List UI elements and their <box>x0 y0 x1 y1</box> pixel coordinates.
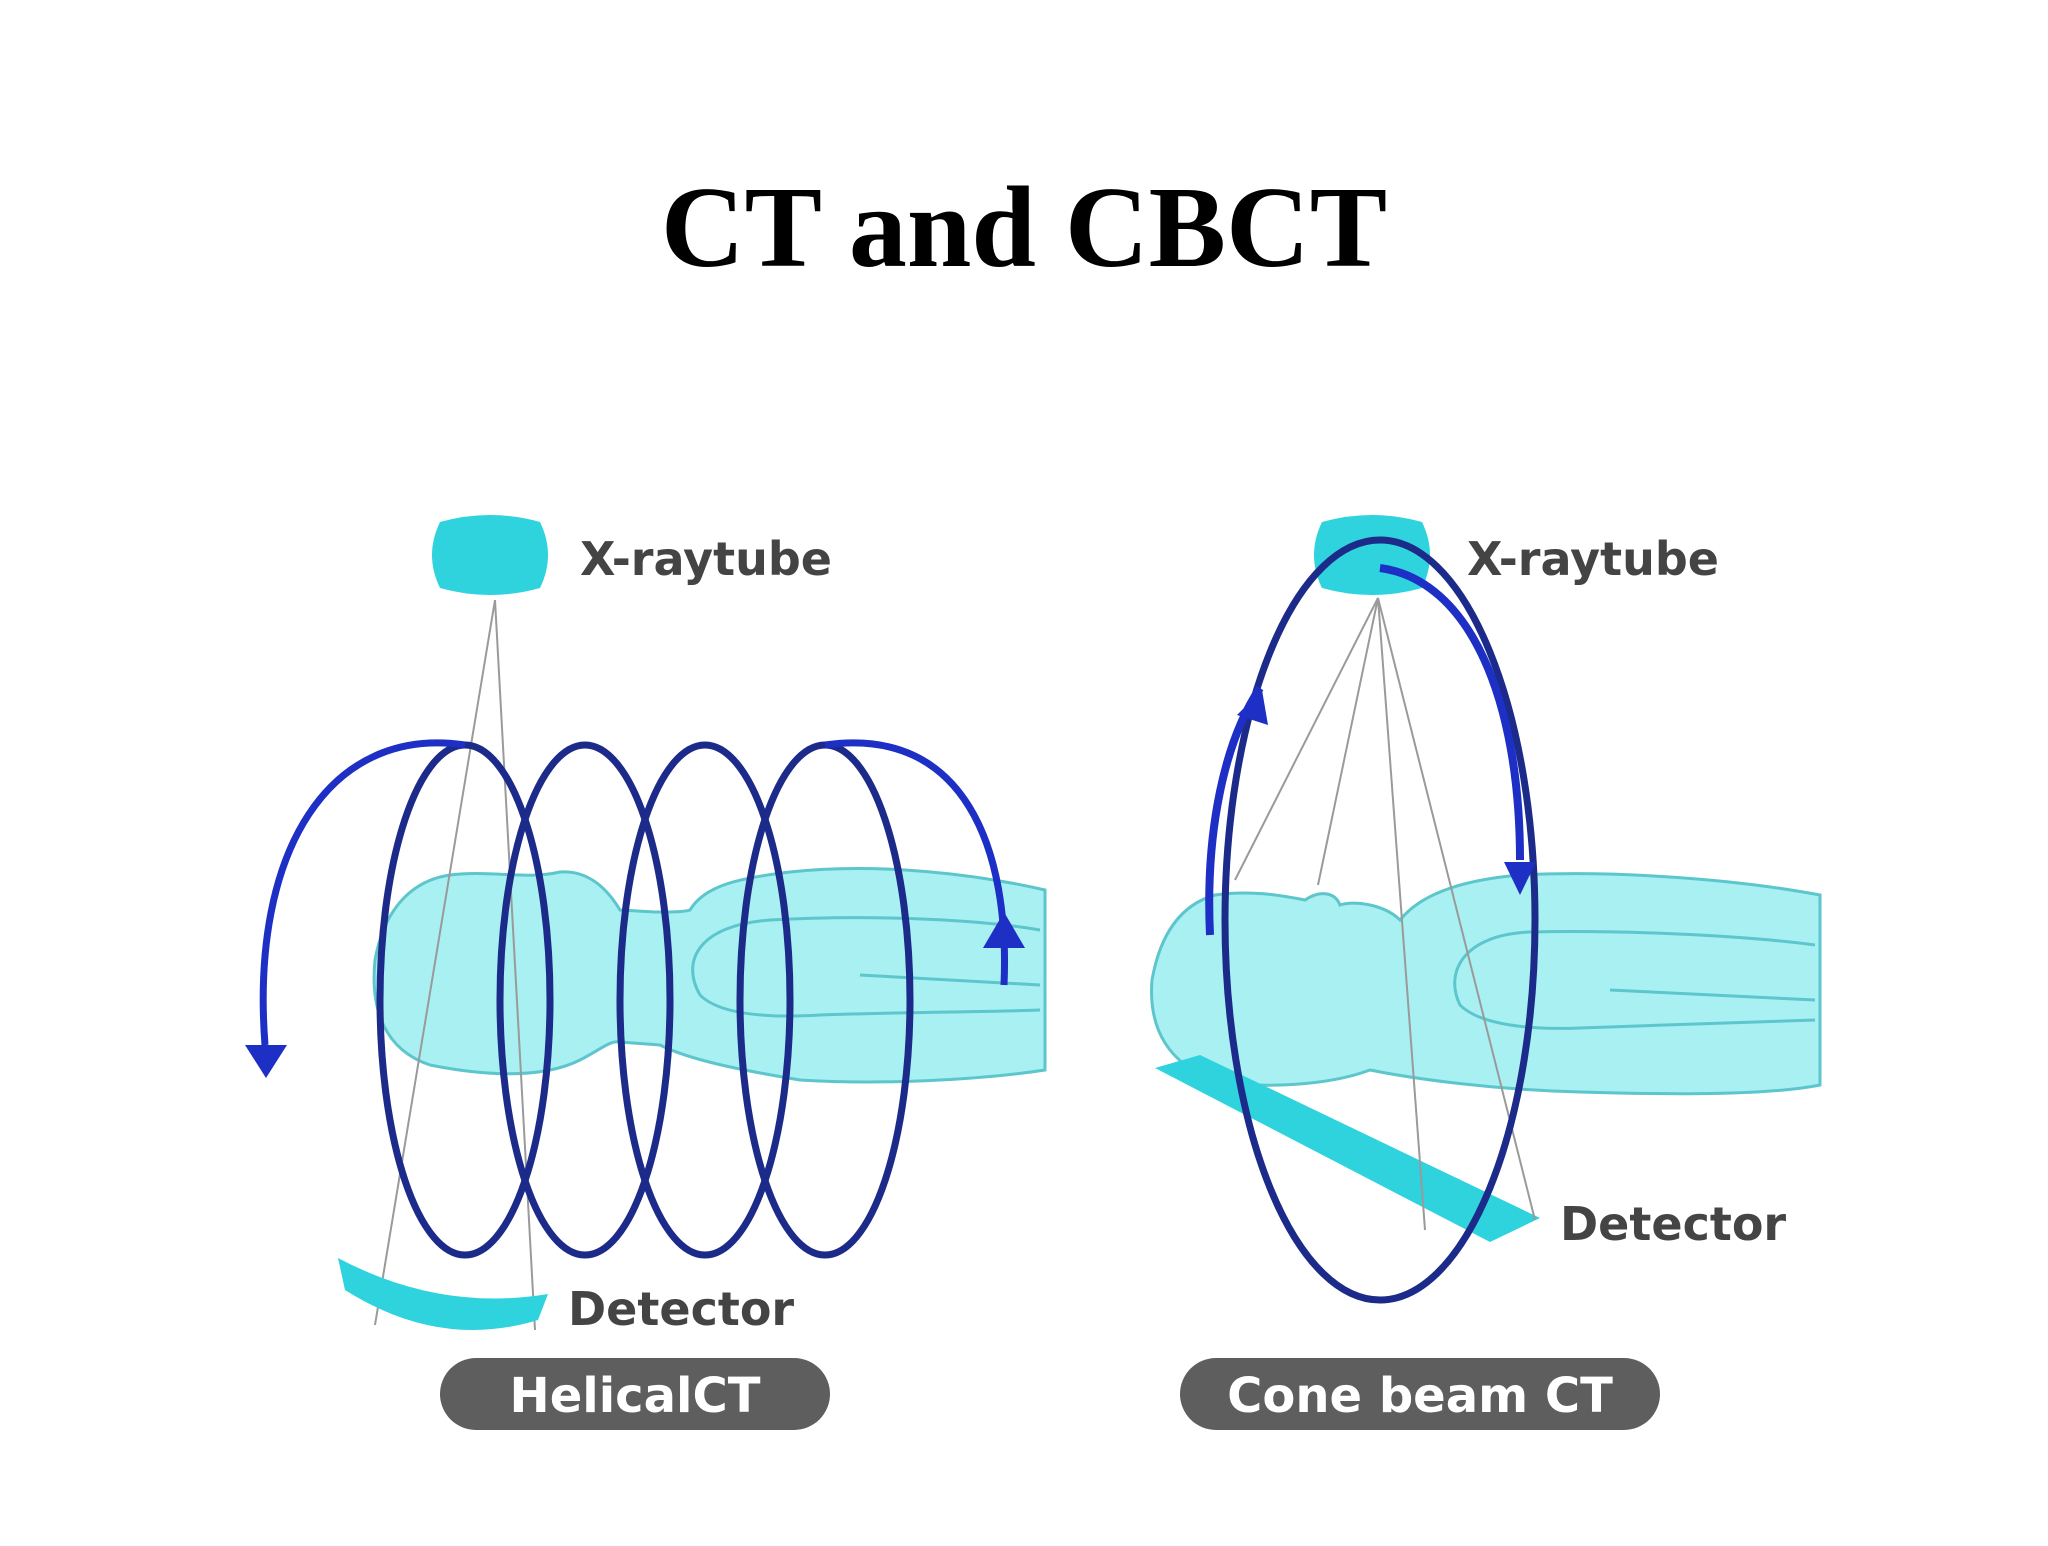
x-ray-tube-label: X-raytube <box>1467 532 1719 586</box>
detector-label: Detector <box>568 1282 794 1336</box>
rotation-arrow-icon <box>259 739 466 1046</box>
x-ray-tube-icon <box>432 515 548 595</box>
rotation-arrow-icon <box>1504 862 1536 895</box>
caption-badge <box>440 1358 830 1430</box>
caption-label: Cone beam CT <box>1227 1368 1613 1424</box>
detector-label: Detector <box>1560 1197 1786 1251</box>
cone-beam-ct-panel: X-raytube Detector Cone beam CT <box>1150 515 1822 1430</box>
rotation-arrow-icon <box>245 1045 287 1078</box>
patient-body-icon <box>372 866 1047 1084</box>
rotation-arrow-icon <box>1237 690 1268 725</box>
caption-label: HelicalCT <box>510 1368 761 1424</box>
rotation-arrow-icon <box>983 912 1025 948</box>
caption-badge <box>1180 1358 1660 1430</box>
detector-icon <box>1155 1055 1540 1242</box>
x-ray-beam <box>374 599 536 1331</box>
helical-ct-panel: X-raytube Detector HelicalCT <box>245 515 1047 1430</box>
cone-beam-scan-path <box>1221 536 1539 1304</box>
patient-body-icon <box>1150 872 1822 1096</box>
detector-icon <box>338 1258 548 1330</box>
rotation-arrow-icon <box>1379 564 1524 861</box>
page-title: CT and CBCT <box>660 164 1388 292</box>
x-ray-tube-label: X-raytube <box>580 532 832 586</box>
x-ray-cone-beam <box>1234 597 1536 1231</box>
